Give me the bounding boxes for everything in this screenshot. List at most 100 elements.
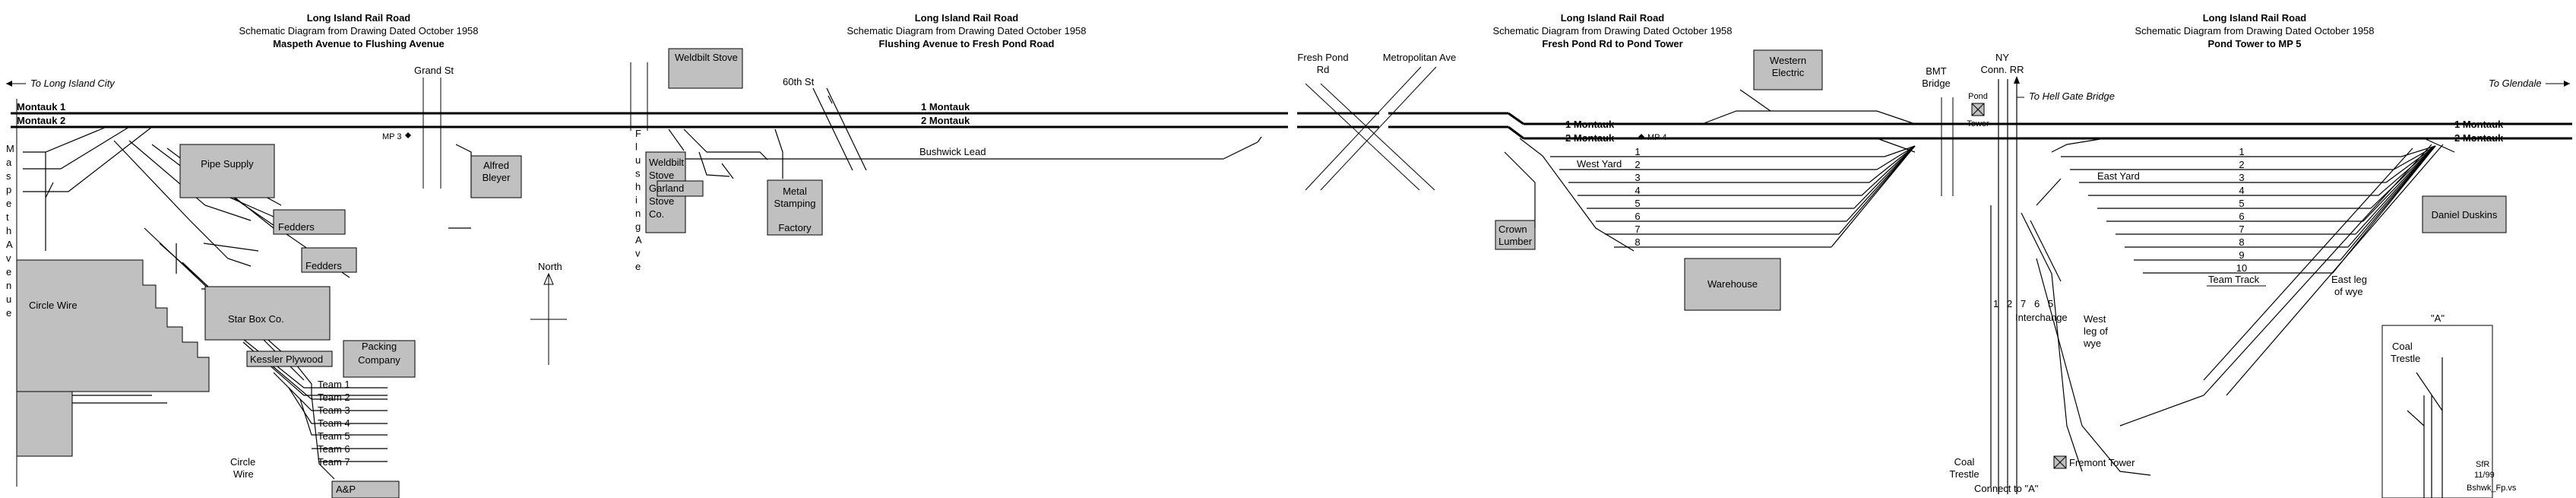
yard-track-number: 10 bbox=[2236, 262, 2247, 274]
yard-track-number: 7 bbox=[1635, 224, 1640, 235]
kessler-plywood-label: Kessler Plywood bbox=[250, 354, 323, 365]
hell-gate-label: To Hell Gate Bridge bbox=[2029, 90, 2115, 102]
yard-track-number: 2 bbox=[1635, 159, 1640, 170]
connect-a-label: Connect to "A" bbox=[1974, 483, 2039, 494]
yard-track-number: 8 bbox=[2239, 236, 2244, 248]
west-arrow-icon bbox=[6, 81, 12, 87]
section-2: Flushing Avenue to Fresh Pond Road bbox=[879, 38, 1055, 49]
tower-label: Tower bbox=[1967, 119, 1989, 128]
bmt-bridge: BMT Bridge bbox=[1922, 65, 1954, 196]
flushing-vert-letter: v bbox=[635, 248, 641, 259]
yard-track-number: 8 bbox=[1635, 236, 1640, 248]
building-daniel-duskins: Daniel Duskins bbox=[2422, 195, 2507, 233]
yard-track-number: 1 bbox=[1635, 146, 1640, 157]
yard-track-switch bbox=[2378, 145, 2436, 196]
building-pipe-supply: Pipe Supply bbox=[179, 144, 275, 198]
east-leg-label-1: East leg bbox=[2331, 274, 2367, 285]
yard-track-switch bbox=[1869, 145, 1916, 183]
stove-2-label: Stove bbox=[649, 170, 674, 181]
east-yard-east-lead bbox=[2423, 138, 2455, 153]
team-5-label: Team 5 bbox=[318, 430, 350, 442]
section-3: Fresh Pond Rd to Pond Tower bbox=[1542, 38, 1682, 49]
mp4-label: MP 4 bbox=[1647, 133, 1666, 142]
western-electric-sidings bbox=[1701, 89, 1916, 125]
alfred-label: Alfred bbox=[483, 160, 509, 171]
flushing-vert-letter: A bbox=[635, 234, 642, 246]
maspeth-vert-letter: e bbox=[6, 198, 11, 209]
flushing-vert-letter: F bbox=[635, 128, 641, 139]
yard-track-switch bbox=[2370, 145, 2436, 209]
maspeth-vert-letter: n bbox=[6, 280, 11, 291]
milepost-diamond-icon-2 bbox=[1638, 134, 1644, 140]
crown-lumber-siding bbox=[1504, 151, 1536, 228]
interchange-num-7: 7 bbox=[2021, 298, 2026, 309]
grand-st-label: Grand St bbox=[414, 65, 454, 76]
conn-rr-label: Conn. RR bbox=[1980, 64, 2024, 75]
team-tracks: Team 1 Team 2 Team 3 Team 4 Team 5 Team … bbox=[318, 379, 350, 468]
title-3: Long Island Rail Road bbox=[1561, 12, 1665, 24]
milepost-diamond-icon bbox=[405, 132, 411, 138]
east-yard-label: East Yard bbox=[2097, 170, 2140, 182]
west-leg-label-3: wye bbox=[2083, 338, 2101, 349]
mp3-label: MP 3 bbox=[382, 132, 401, 141]
west-yard-east-lead bbox=[1876, 138, 1916, 153]
electric-label: Electric bbox=[1772, 67, 1805, 78]
to-lic-label: To Long Island City bbox=[30, 78, 116, 89]
maspeth-vert-letter: s bbox=[6, 170, 11, 182]
title-block-4: Long Island Rail Road Schematic Diagram … bbox=[2135, 12, 2374, 49]
flushing-vert-letter: e bbox=[635, 261, 641, 272]
yard-track-number: 6 bbox=[2239, 211, 2244, 222]
interchange-num-2: 2 bbox=[2007, 298, 2012, 309]
east-leg-label-2: of wye bbox=[2334, 286, 2363, 297]
title-block-3: Long Island Rail Road Schematic Diagram … bbox=[1492, 12, 1732, 49]
yard-track-number: 3 bbox=[1635, 172, 1640, 183]
main-line-track-1 bbox=[11, 112, 2572, 125]
inset-coal-label-2: Trestle bbox=[2391, 353, 2420, 364]
west-direction: To Long Island City bbox=[6, 78, 116, 89]
north-arrow: North bbox=[530, 261, 567, 365]
building-western-electric: Western Electric bbox=[1753, 49, 1823, 90]
yard-track-number: 3 bbox=[2239, 172, 2244, 183]
credit-sfr: SfR bbox=[2476, 460, 2489, 469]
building-circle-wire: Circle Wire bbox=[16, 259, 210, 457]
yard-track-number: 9 bbox=[2239, 249, 2244, 261]
team-1-label: Team 1 bbox=[318, 379, 350, 390]
ny-label: NY bbox=[1995, 52, 2009, 63]
building-packing-company: Packing Company bbox=[343, 340, 416, 378]
montauk1-label: Montauk 1 bbox=[17, 101, 65, 113]
maspeth-vert-letter: v bbox=[6, 252, 11, 264]
team-track: Team Track bbox=[2207, 274, 2266, 287]
two-montauk-label-b: 2 Montauk bbox=[1565, 132, 1615, 144]
western-label: Western bbox=[1770, 55, 1806, 66]
flushing-vert-letter: s bbox=[635, 168, 641, 179]
yard-track-number: 4 bbox=[2239, 185, 2244, 196]
yard-track-number: 1 bbox=[2239, 146, 2244, 157]
maspeth-vert-letter: t bbox=[6, 211, 9, 223]
yard-track-number: 7 bbox=[2239, 224, 2244, 235]
maspeth-vert-letter: e bbox=[6, 307, 11, 319]
team-2-label: Team 2 bbox=[318, 392, 350, 403]
two-montauk-label-c: 2 Montauk bbox=[2454, 132, 2504, 144]
east-yard-west-lead bbox=[2051, 138, 2106, 153]
fresh-pond-label-1: Fresh Pond bbox=[1297, 52, 1348, 63]
montauk2-label: Montauk 2 bbox=[17, 115, 65, 126]
inset-a-frame bbox=[2381, 325, 2493, 498]
warehouse-label: Warehouse bbox=[1707, 278, 1758, 290]
credit-file: Bshwk_Fp.vs bbox=[2467, 484, 2517, 493]
building-fedders-2: Fedders bbox=[301, 247, 357, 273]
east-leg-wye: East leg of wye bbox=[2119, 144, 2444, 427]
flushing-vert-letter: g bbox=[635, 221, 641, 233]
inset-coal-label-1: Coal bbox=[2392, 341, 2413, 352]
garland-stove-label: Stove bbox=[649, 195, 674, 207]
west-yard-lead bbox=[1519, 138, 1635, 252]
building-kessler-plywood: Kessler Plywood bbox=[246, 351, 333, 367]
circle-wire-label: Circle Wire bbox=[29, 300, 78, 311]
building-weldbilt-2: Weldbilt Stove Garland Stove Co. bbox=[645, 151, 704, 233]
flushing-vert-letter: l bbox=[635, 141, 638, 153]
yard-track-switch bbox=[2362, 145, 2436, 222]
one-montauk-label-a: 1 Montauk bbox=[921, 101, 970, 113]
subtitle-4: Schematic Diagram from Drawing Dated Oct… bbox=[2135, 25, 2374, 36]
